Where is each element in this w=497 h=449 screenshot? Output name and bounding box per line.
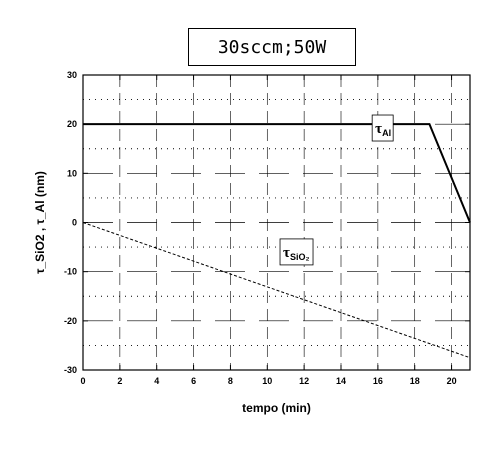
y-tick-label: -10 <box>64 267 77 277</box>
series-group <box>82 123 471 359</box>
x-tick-label: 18 <box>410 376 420 386</box>
condition-label: 30sccm;50W <box>188 28 356 66</box>
series-line-tau-sio2 <box>82 222 471 359</box>
x-tick-label: 20 <box>447 376 457 386</box>
y-tick-label: -30 <box>64 365 77 375</box>
annotation-label: τSiO₂ <box>283 245 309 262</box>
y-tick-label: -20 <box>64 316 77 326</box>
x-tick-label: 0 <box>80 376 85 386</box>
x-tick-label: 14 <box>336 376 346 386</box>
x-tick-label: 12 <box>299 376 309 386</box>
grid-lines <box>83 75 470 370</box>
x-axis-label: tempo (min) <box>242 401 311 415</box>
x-tick-label: 6 <box>191 376 196 386</box>
x-tick-label: 10 <box>262 376 272 386</box>
annotation-box <box>371 114 394 142</box>
y-axis-label: τ_SiO2 , τ_Al (nm) <box>33 171 47 274</box>
y-tick-label: 30 <box>67 70 77 80</box>
x-tick-label: 4 <box>154 376 159 386</box>
x-tick-label: 2 <box>117 376 122 386</box>
y-tick-label: 0 <box>72 218 77 228</box>
axis-ticks: 0 2 4 6 8 10 12 14 16 18 20 -30 -20 -10 0 10 20 30 <box>64 70 470 386</box>
y-tick-label: 10 <box>67 168 77 178</box>
annotations: τAl τSiO₂ <box>279 114 394 266</box>
y-tick-label: 20 <box>67 119 77 129</box>
condition-label-text: 30sccm;50W <box>217 36 327 58</box>
annotation-box <box>279 238 314 266</box>
annotation-label: τAl <box>375 121 391 138</box>
x-tick-label: 8 <box>228 376 233 386</box>
series-line-tau-al <box>83 123 471 223</box>
x-tick-label: 16 <box>373 376 383 386</box>
